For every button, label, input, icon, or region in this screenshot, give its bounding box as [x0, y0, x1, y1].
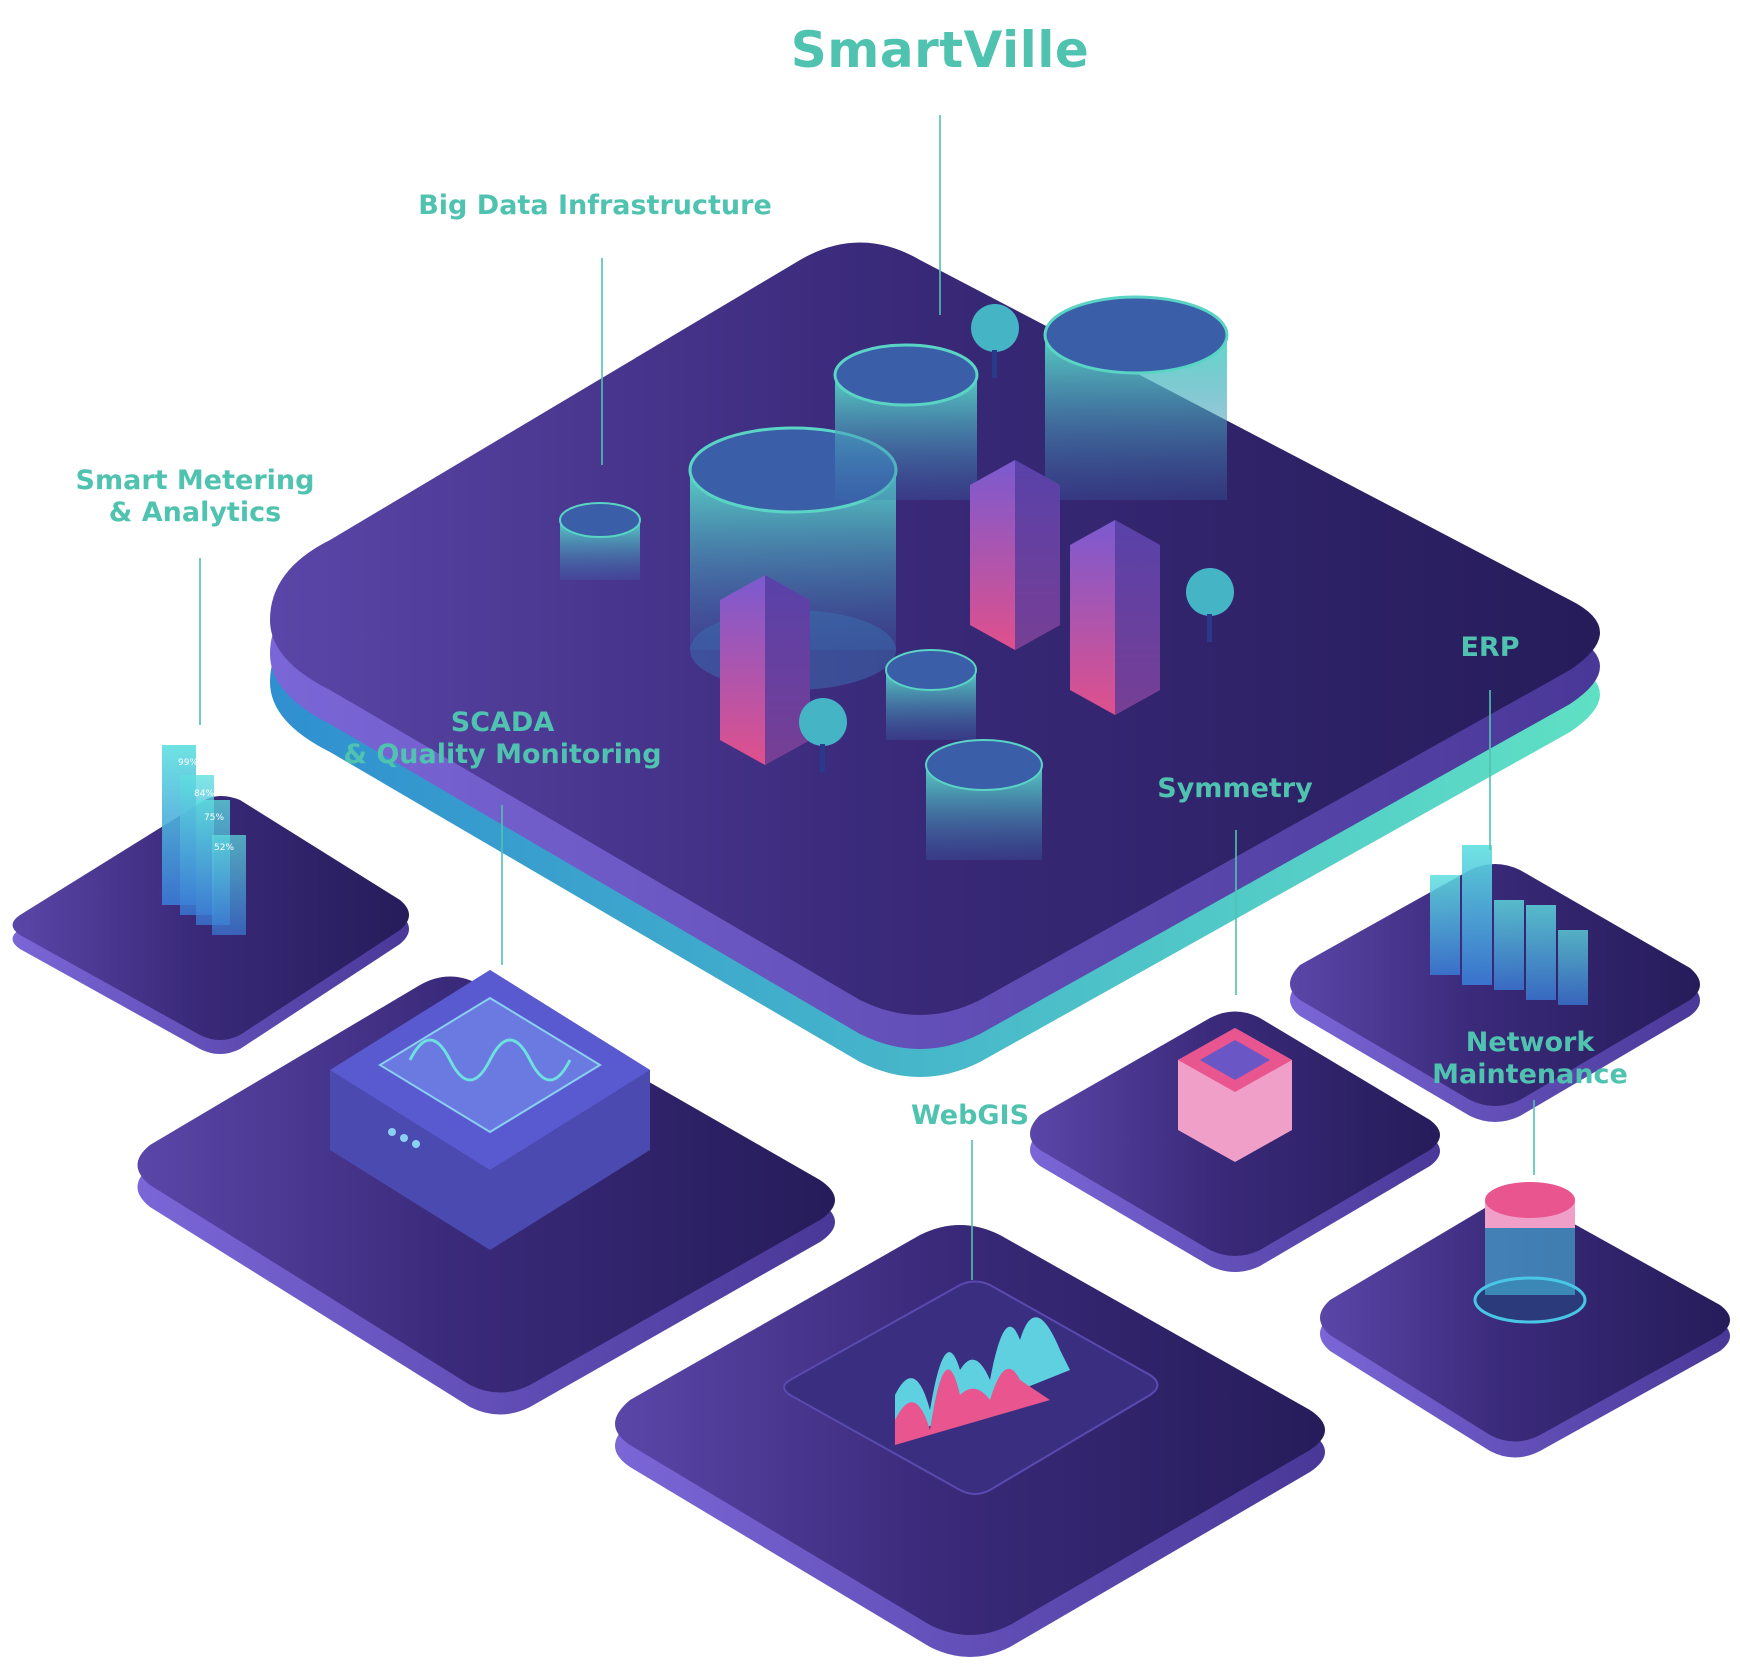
bar-chart-icon — [162, 745, 246, 935]
label-scada-line1: SCADA — [450, 707, 555, 738]
coin-stack-icon — [1473, 1182, 1587, 1324]
label-smart-metering: Smart Metering & Analytics — [40, 465, 350, 530]
tree-icon — [799, 304, 1234, 772]
meter-value-2: 84% — [194, 789, 214, 799]
label-erp: ERP — [1460, 632, 1520, 663]
area-chart-icon — [895, 1317, 1070, 1445]
leader-lines — [199, 115, 1535, 1280]
label-network-maintenance: Network Maintenance — [1410, 1027, 1650, 1092]
meter-value-1: 99% — [178, 758, 198, 768]
bar-chart-icon — [1430, 845, 1588, 1005]
label-symmetry: Symmetry — [1157, 773, 1313, 804]
meter-value-4: 52% — [214, 843, 234, 853]
building-icon — [720, 460, 1160, 765]
chip-icon — [1178, 1028, 1292, 1162]
label-network-line2: Maintenance — [1432, 1059, 1628, 1091]
label-scada: SCADA & Quality Monitoring — [320, 707, 685, 772]
label-smart-metering-line1: Smart Metering — [75, 465, 315, 496]
label-scada-line2: & Quality Monitoring — [343, 739, 662, 771]
label-network-line1: Network — [1465, 1027, 1595, 1058]
monitor-device-icon — [330, 970, 650, 1250]
label-webgis: WebGIS — [910, 1100, 1030, 1131]
page-title: SmartVille — [790, 21, 1090, 79]
label-big-data: Big Data Infrastructure — [418, 190, 772, 221]
meter-value-3: 75% — [204, 813, 224, 823]
label-smart-metering-line2: & Analytics — [108, 497, 282, 529]
